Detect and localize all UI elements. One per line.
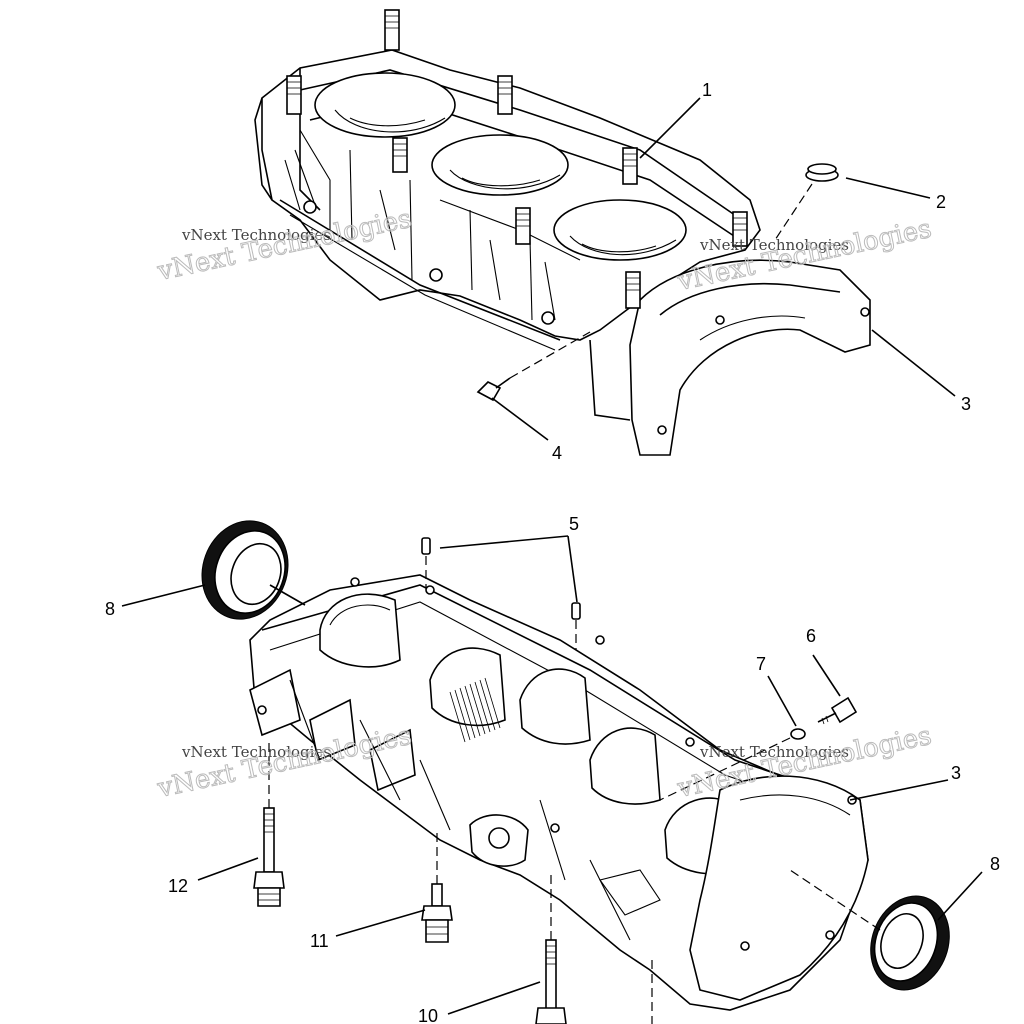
oil-seal-right-part-8 — [789, 869, 950, 991]
callout-7: 7 — [756, 654, 766, 674]
leader-lines — [121, 97, 983, 1015]
callout-3-upper: 3 — [961, 394, 971, 414]
callout-5: 5 — [569, 514, 579, 534]
callout-12: 12 — [168, 876, 188, 896]
callout-8-right: 8 — [990, 854, 1000, 874]
crank-gear-teeth — [449, 677, 501, 743]
svg-text:vNext Technologies: vNext Technologies — [699, 236, 849, 254]
cylinder-studs — [286, 9, 748, 309]
callout-11: 11 — [310, 931, 329, 951]
callout-numbers: 1 2 3 4 5 6 7 8 3 8 12 11 10 — [105, 80, 1000, 1024]
upper-crankcase — [254, 9, 871, 456]
svg-text:vNext Technologies: vNext Technologies — [699, 743, 849, 761]
svg-text:vNext Technologies: vNext Technologies — [181, 226, 331, 244]
bolt-part-6 — [817, 696, 858, 725]
dowel-pins-part-5 — [421, 537, 581, 650]
lower-crankcase — [249, 574, 869, 1011]
bolt-part-11 — [421, 830, 453, 943]
callout-6: 6 — [806, 626, 816, 646]
callout-8-left: 8 — [105, 599, 115, 619]
callout-10: 10 — [418, 1006, 438, 1024]
washer-part-7 — [659, 728, 806, 801]
callout-1: 1 — [702, 80, 712, 100]
svg-text:vNext Technologies: vNext Technologies — [181, 743, 331, 761]
callout-4: 4 — [552, 443, 562, 463]
bolt-part-4 — [476, 331, 591, 402]
callout-2: 2 — [936, 192, 946, 212]
plug-part-2 — [774, 163, 839, 241]
bolt-part-12 — [253, 740, 285, 907]
oil-seal-left-part-8 — [201, 520, 306, 620]
callout-3-lower: 3 — [951, 763, 961, 783]
bolt-part-10 — [535, 870, 653, 1024]
